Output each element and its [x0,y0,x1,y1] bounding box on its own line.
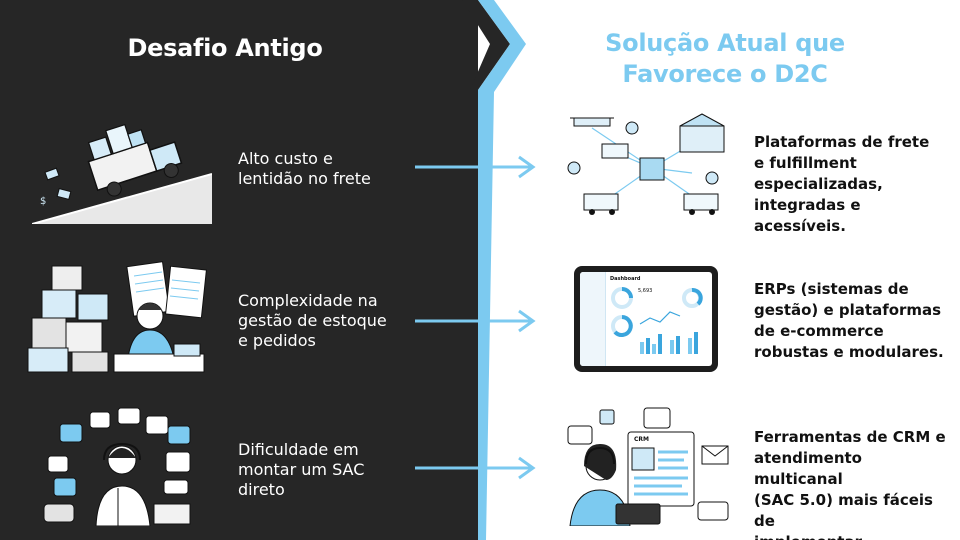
heading-old-challenge: Desafio Antigo [127,34,323,62]
solution-crm-line2: atendimento multicanal [754,449,862,488]
solution-erp-line3: de e-commerce [754,322,884,340]
challenge-support: Dificuldade em montar um SAC direto [238,440,413,500]
solution-erp-line4: robustas e modulares. [754,343,944,361]
heading-right-line2: Favorece o D2C [622,60,828,88]
challenge-inventory-line2: gestão de estoque [238,311,387,330]
dashboard-sidebar [580,272,606,366]
solution-freight-line1: Plataformas de frete [754,133,930,151]
tablet-dashboard-mockup: Dashboard 5,693 [574,266,718,372]
solution-erp-line1: ERPs (sistemas de [754,280,909,298]
arrow-right-icon [415,309,536,333]
solution-crm-line4: implementar. [754,532,954,540]
dashboard-widgets [611,287,703,354]
challenge-inventory-line1: Complexidade na [238,291,378,310]
arrow-right-icon [415,155,536,179]
heading-right-line1: Solução Atual que [605,29,845,57]
challenge-inventory-line3: e pedidos [238,331,316,350]
svg-text:$: $ [40,196,46,207]
solution-crm-line1: Ferramentas de CRM e [754,428,946,446]
solution-freight-line4: integradas e acessíveis. [754,196,861,235]
overwhelmed-support-illustration [43,407,191,526]
solution-freight-line3: especializadas, [754,175,883,193]
stressed-inventory-illustration [27,261,207,373]
crm-agent-illustration: CRM [560,404,738,526]
arrow-right-icon [415,456,536,480]
challenge-freight: Alto custo e lentidão no frete [238,149,413,189]
challenge-support-line1: Dificuldade em [238,440,359,459]
solution-erp: ERPs (sistemas de gestão) e plataformas … [754,279,954,363]
challenge-support-line3: direto [238,480,285,499]
solution-crm-line3: (SAC 5.0) mais fáceis de [754,491,933,530]
solution-freight: Plataformas de frete e fulfillment espec… [754,132,954,237]
solution-freight-line2: e fulfillment [754,154,857,172]
crm-agent-drawing [567,407,729,526]
challenge-freight-line2: lentidão no frete [238,169,371,188]
heading-current-solution: Solução Atual que Favorece o D2C [560,28,890,90]
crm-label: CRM [634,436,649,443]
challenge-support-line2: montar um SAC [238,460,365,479]
solution-crm: Ferramentas de CRM e atendimento multica… [754,427,954,540]
challenge-inventory: Complexidade na gestão de estoque e pedi… [238,291,413,351]
dashboard-title: Dashboard [610,276,641,282]
truck-uphill-illustration: $ [32,123,212,224]
challenge-freight-line1: Alto custo e [238,149,333,168]
dashboard-screen: Dashboard 5,693 [580,272,712,366]
solution-erp-line2: gestão) e plataformas [754,301,942,319]
logistics-network-illustration [567,113,725,215]
dashboard-value: 5,693 [638,288,653,294]
